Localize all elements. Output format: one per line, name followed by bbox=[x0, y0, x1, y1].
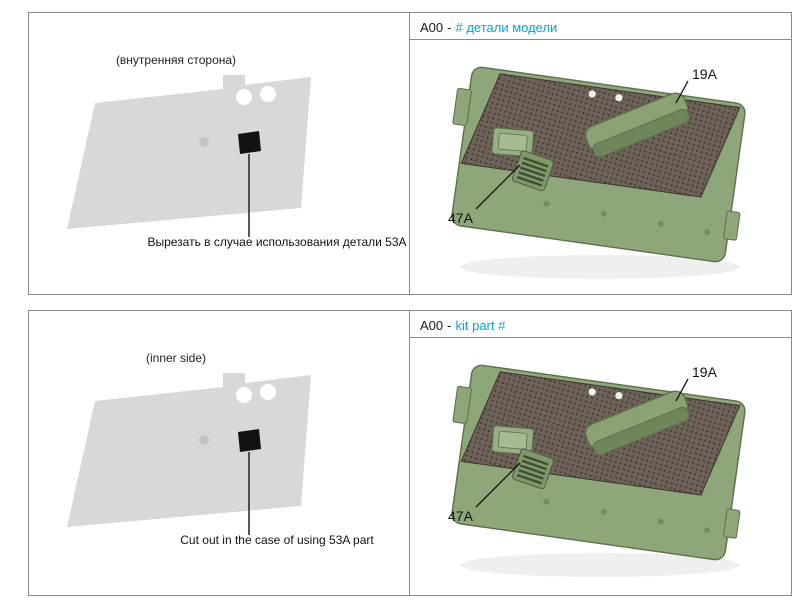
cut-template-drawing bbox=[67, 373, 311, 535]
rivet bbox=[543, 200, 550, 207]
part-shadow bbox=[460, 255, 740, 279]
base-plate-group bbox=[451, 66, 746, 263]
section-code: A00 bbox=[420, 20, 444, 35]
rivet bbox=[600, 508, 607, 515]
latch-assembly bbox=[491, 425, 554, 490]
rivet bbox=[600, 210, 607, 217]
leader-line-47a bbox=[475, 164, 521, 210]
template-hole bbox=[199, 435, 209, 445]
rivet bbox=[704, 527, 711, 534]
section-label: kit part # bbox=[455, 318, 506, 333]
template-hole bbox=[199, 137, 209, 147]
panel-divider bbox=[409, 311, 410, 595]
raised-block bbox=[584, 92, 690, 158]
header-separator: - bbox=[447, 20, 452, 35]
template-section-en: (inner side) Cut out in the case of usin… bbox=[29, 311, 409, 595]
header-separator: - bbox=[447, 318, 452, 333]
template-hole bbox=[260, 384, 276, 400]
leader-line-47a bbox=[475, 462, 521, 508]
callout-47a: 47A bbox=[448, 210, 474, 226]
cut-note: Cut out in the case of using 53A part bbox=[180, 533, 374, 547]
template-hole bbox=[260, 86, 276, 102]
instruction-panel-english: (inner side) Cut out in the case of usin… bbox=[28, 310, 792, 596]
template-shape bbox=[67, 75, 311, 229]
mesh-hole bbox=[588, 90, 596, 98]
section-label: # детали модели bbox=[455, 20, 558, 35]
photo-section-en: A00-kit part # bbox=[410, 311, 791, 595]
rivet bbox=[543, 498, 550, 505]
plate-tab-right bbox=[723, 210, 741, 241]
template-shape bbox=[67, 373, 311, 527]
callout-19a: 19A bbox=[692, 364, 718, 380]
callout-47a: 47A bbox=[448, 508, 474, 524]
base-plate-group bbox=[451, 364, 746, 561]
section-code: A00 bbox=[420, 318, 444, 333]
plate-tab-right bbox=[723, 508, 741, 539]
side-caption: (inner side) bbox=[145, 351, 207, 365]
section-header: A00-# детали модели bbox=[410, 13, 791, 40]
rivet bbox=[657, 220, 664, 227]
panel-divider bbox=[409, 13, 410, 294]
latch-assembly bbox=[491, 127, 554, 192]
side-caption: (внутренняя сторона) bbox=[115, 53, 237, 67]
mesh-hole bbox=[615, 392, 623, 400]
plate-tab-left bbox=[452, 87, 472, 126]
mesh-hole bbox=[588, 388, 596, 396]
cut-marker bbox=[238, 131, 261, 154]
kit-part-photo: 19A 47A bbox=[448, 66, 746, 279]
mesh-hole bbox=[615, 94, 623, 102]
plate-tab-left bbox=[452, 385, 472, 424]
section-header: A00-kit part # bbox=[410, 311, 791, 338]
leader-line-19a bbox=[675, 80, 689, 104]
cut-template-drawing bbox=[67, 75, 311, 237]
rivet bbox=[657, 518, 664, 525]
cut-marker bbox=[238, 429, 261, 452]
template-hole bbox=[236, 387, 252, 403]
rivet bbox=[704, 229, 711, 236]
template-section-ru: (внутренняя сторона) Вырезать в случае и… bbox=[29, 13, 409, 294]
instruction-panel-russian: (внутренняя сторона) Вырезать в случае и… bbox=[28, 12, 792, 295]
cut-note: Вырезать в случае использования детали 5… bbox=[147, 235, 407, 249]
part-shadow bbox=[460, 553, 740, 577]
template-hole bbox=[236, 89, 252, 105]
photo-section-ru: A00-# детали модели bbox=[410, 13, 791, 294]
callout-19a: 19A bbox=[692, 66, 718, 82]
leader-line-19a bbox=[675, 378, 689, 402]
raised-block bbox=[584, 390, 690, 456]
kit-part-photo: 19A 47A bbox=[448, 364, 746, 577]
